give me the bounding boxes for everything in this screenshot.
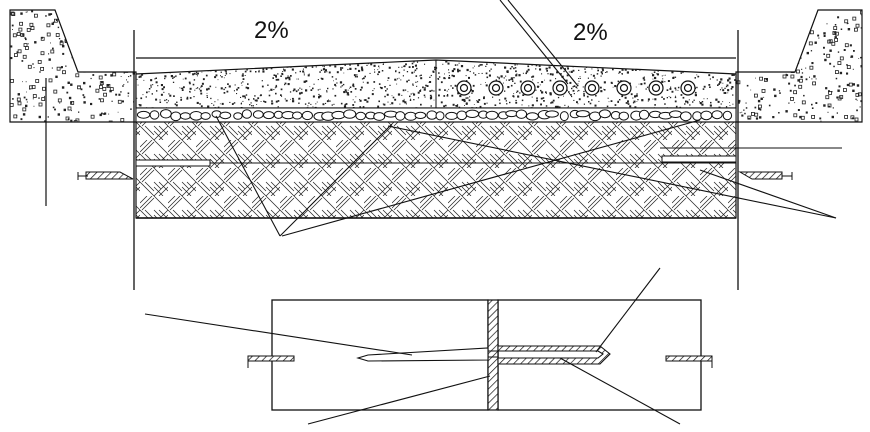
gravel-stone: [445, 111, 459, 120]
gravel-stone: [598, 109, 612, 119]
gravel-stone: [638, 109, 650, 120]
gravel-stone: [575, 110, 590, 118]
gravel-stone: [395, 111, 406, 121]
gravel-stone: [515, 109, 528, 119]
gravel-stone: [456, 110, 468, 121]
lower-left-drain: [247, 355, 295, 368]
concrete-slab: [135, 57, 737, 109]
gravel-stone: [700, 110, 713, 121]
dowel-bar-core: [459, 83, 469, 93]
slope-label-left: 2%: [254, 17, 289, 44]
gravel-stone: [292, 111, 303, 120]
dowel-bars: [456, 80, 696, 96]
gravel-stone: [722, 110, 733, 121]
gravel-stone: [170, 111, 182, 122]
dowel-sleeve: [497, 345, 611, 365]
right-shoulder: [735, 9, 863, 123]
gravel-stone: [136, 110, 151, 119]
gravel-stone: [252, 110, 264, 119]
dowel-bar-core: [683, 83, 693, 93]
gravel-stone: [485, 110, 499, 120]
gravel-stone: [233, 112, 243, 120]
gravel-stone: [414, 111, 427, 120]
gravel-stone: [355, 111, 367, 121]
gravel-stone: [426, 110, 438, 120]
gravel-stone: [618, 111, 629, 121]
dowel-bar-core: [523, 83, 533, 93]
gravel-stone: [301, 110, 313, 121]
gravel-stone: [241, 109, 252, 119]
gravel-stone: [669, 110, 683, 118]
gravel-stone: [219, 111, 232, 120]
dowel-bar-core: [651, 83, 661, 93]
dowel-bar-core: [491, 83, 501, 93]
slope-label-right: 2%: [573, 19, 608, 46]
upper-section: 2% 2%: [9, 0, 863, 290]
left-drain-pipe: [77, 159, 211, 180]
left-shoulder: [9, 9, 137, 123]
gravel-stone: [525, 112, 539, 121]
gravel-layer: [135, 107, 737, 123]
gravel-stone: [343, 109, 357, 119]
leader-lines-upper: [215, 0, 842, 237]
leader-lines-lower: [144, 267, 681, 425]
right-slab: [497, 299, 702, 411]
joint-detail: [144, 267, 713, 425]
gravel-stone: [465, 109, 480, 119]
gravel-stone: [149, 110, 160, 120]
gravel-stone: [200, 112, 211, 120]
gravel-stone: [179, 112, 191, 120]
gravel-stone: [373, 112, 386, 121]
gravel-stone: [331, 110, 346, 120]
gravel-stone: [545, 110, 559, 118]
gravel-stone: [160, 109, 172, 119]
gravel-stone: [711, 110, 723, 120]
dowel-bar: [356, 347, 498, 362]
dowel-bar-core: [587, 83, 597, 93]
gravel-stone: [263, 111, 275, 120]
gravel-stone: [559, 111, 569, 122]
lower-right-drain: [665, 355, 713, 368]
gravel-stone: [679, 111, 692, 122]
right-drain-pipe: [661, 155, 793, 180]
gravel-stone: [435, 111, 445, 121]
dowel-bar-core: [619, 83, 629, 93]
dowel-bar-core: [555, 83, 565, 93]
joint-filler: [487, 299, 499, 411]
